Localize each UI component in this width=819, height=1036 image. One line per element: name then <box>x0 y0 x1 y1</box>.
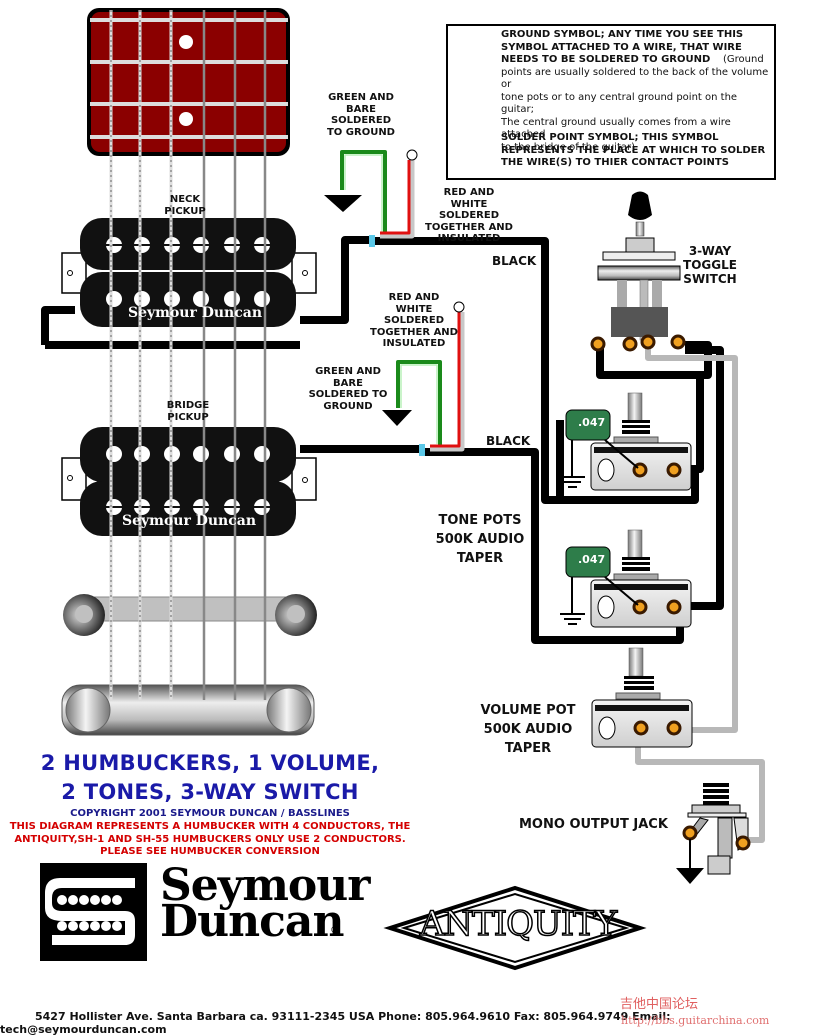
toggle-switch <box>590 191 686 352</box>
wire-splice <box>419 444 425 456</box>
antiquity-wordmark: ANTIQUITY <box>419 903 618 945</box>
legend-solder-text: SOLDER POINT SYMBOL; THIS SYMBOL REPRESE… <box>501 132 766 168</box>
guitar-strings <box>109 10 267 700</box>
black-wires <box>41 236 724 644</box>
tone-cap-2-value: .047 <box>578 553 606 566</box>
solder-point <box>666 462 682 478</box>
fretboard <box>87 8 290 156</box>
brand-seymour: Seymour <box>160 860 370 911</box>
diagram-title-line1: 2 HUMBUCKERS, 1 VOLUME, <box>40 751 380 775</box>
gray-wires <box>635 345 765 843</box>
diagram-title-line2: 2 TONES, 3-WAY SWITCH <box>61 780 359 804</box>
tone-pot-1 <box>560 392 692 491</box>
solder-point <box>590 336 606 352</box>
output-jack-label: MONO OUTPUT JACK <box>519 817 668 832</box>
solder-point <box>670 334 686 350</box>
solder-point <box>666 599 682 615</box>
neck-ground-symbol <box>324 195 362 212</box>
black-wire-label-bridge: BLACK <box>486 434 531 448</box>
wire-splice <box>369 235 375 247</box>
s-logo-icon <box>45 878 135 945</box>
black-wire-label-neck: BLACK <box>492 254 537 268</box>
antiquity-logo <box>383 885 647 971</box>
tone-cap-1-value: .047 <box>578 416 606 429</box>
bridge-pickup-leads <box>396 301 465 452</box>
brand-duncan: Duncan <box>160 896 344 947</box>
tuneomatic-bridge <box>63 594 317 636</box>
solder-point <box>640 334 656 350</box>
legend-ground-text: GROUND SYMBOL; ANY TIME YOU SEE THIS SYM… <box>501 29 769 153</box>
watermark-chinese: 吉他中国论坛 <box>620 997 699 1012</box>
neck-pickup-leads <box>340 149 418 239</box>
solder-point <box>622 336 638 352</box>
stop-tailpiece <box>61 684 315 736</box>
solder-point <box>633 720 649 736</box>
neck-pickup <box>61 218 317 327</box>
seymour-duncan-logo-mark <box>40 863 147 961</box>
registered-mark: ® <box>330 925 340 936</box>
tone-pot-2 <box>560 529 692 628</box>
bridge-pickup-brand: Seymour Duncan <box>122 513 257 529</box>
neck-pickup-brand: Seymour Duncan <box>128 305 263 321</box>
solder-point <box>682 825 698 841</box>
volume-pot <box>591 647 693 748</box>
output-jack <box>676 783 751 884</box>
solder-point <box>735 835 751 851</box>
solder-point <box>666 720 682 736</box>
fret-marker <box>179 112 193 126</box>
watermark-url: http://bbs.guitarchina.com <box>621 1014 770 1027</box>
footer-contact: 5427 Hollister Ave. Santa Barbara ca. 93… <box>0 1010 671 1036</box>
neck-pickup-label: NECK PICKUP <box>164 194 206 217</box>
legend-box <box>446 24 776 180</box>
bridge-pickup-label: BRIDGE PICKUP <box>166 400 210 423</box>
bridge-ground-symbol <box>382 410 412 426</box>
fret-marker <box>179 35 193 49</box>
humbucker-note: THIS DIAGRAM REPRESENTS A HUMBUCKER WITH… <box>9 821 411 857</box>
copyright-text: COPYRIGHT 2001 SEYMOUR DUNCAN / BASSLINE… <box>70 808 350 819</box>
